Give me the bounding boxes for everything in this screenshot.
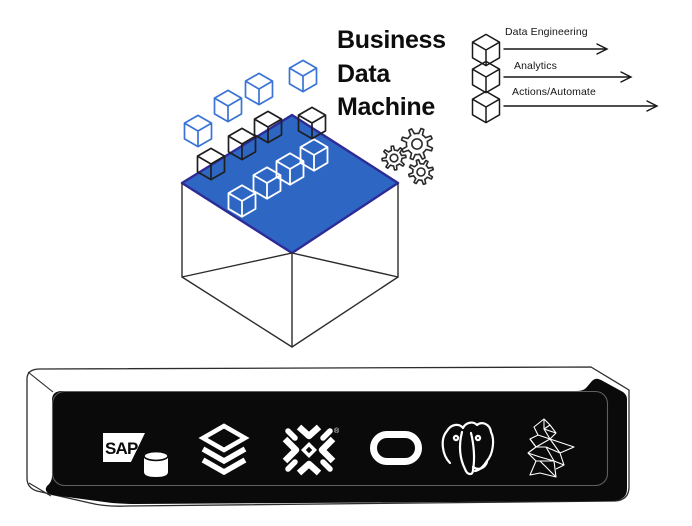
snowflake-logo: ® — [282, 424, 340, 476]
cube-icon-blue — [213, 89, 243, 123]
integrations-bar — [45, 378, 628, 504]
pipeline-stage-label-analytics: Analytics — [514, 60, 557, 72]
gear-icon-hole — [389, 153, 399, 163]
box-wireframe-edges — [181, 183, 399, 348]
cube-icon-white — [299, 138, 329, 172]
cube-icon-white — [227, 184, 257, 218]
sap-logo: SAP — [103, 433, 169, 477]
oracle-logo — [370, 431, 422, 465]
pipeline-stage-label-data-engineering: Data Engineering — [505, 26, 588, 38]
data-machine-box — [180, 113, 400, 348]
cube-icon-white — [252, 166, 282, 200]
cube-icon-dark — [253, 110, 283, 144]
slab-depth-edges — [27, 371, 54, 497]
page-title-line: Machine — [337, 93, 435, 121]
cube-icon-dark — [196, 147, 226, 181]
snowflake-reg-mark: ® — [334, 427, 340, 435]
cube-icon — [471, 33, 501, 67]
integration-logos: SAP — [103, 418, 575, 478]
cube-icon-blue — [244, 72, 274, 106]
arrow-actions-automate — [503, 100, 659, 112]
postgresql-elephant-logo — [441, 421, 495, 476]
page-title-line: Data — [337, 59, 390, 88]
cube-icon-blue — [288, 59, 318, 93]
cube-icon — [471, 60, 501, 94]
page-title: Business Data Machine — [337, 24, 497, 125]
cube-icon-dark — [297, 106, 327, 140]
surface-cubes — [227, 138, 329, 218]
database-cylinder-icon — [143, 450, 169, 477]
cube-icon — [471, 90, 501, 124]
gear-icon-hole — [416, 167, 426, 177]
databricks-logo — [198, 423, 250, 476]
cube-icon-blue — [183, 114, 213, 148]
sap-logo-text: SAP — [105, 439, 138, 458]
gears-icon — [381, 127, 435, 186]
pipeline-cubes-icon — [471, 33, 501, 124]
pipeline-arrows — [503, 43, 659, 112]
bar-front-face-outline — [51, 390, 609, 487]
arrow-data-engineering — [503, 43, 609, 55]
incoming-data-cubes — [183, 59, 327, 181]
arrow-analytics — [503, 71, 633, 83]
page-title-line: Business — [337, 26, 446, 54]
integrations-slab: SAP — [26, 366, 630, 507]
sql-server-logo — [527, 418, 575, 478]
cube-icon-white — [275, 152, 305, 186]
pipeline-stage-label-actions-automate: Actions/Automate — [512, 86, 596, 98]
gear-icon-hole — [411, 138, 423, 150]
